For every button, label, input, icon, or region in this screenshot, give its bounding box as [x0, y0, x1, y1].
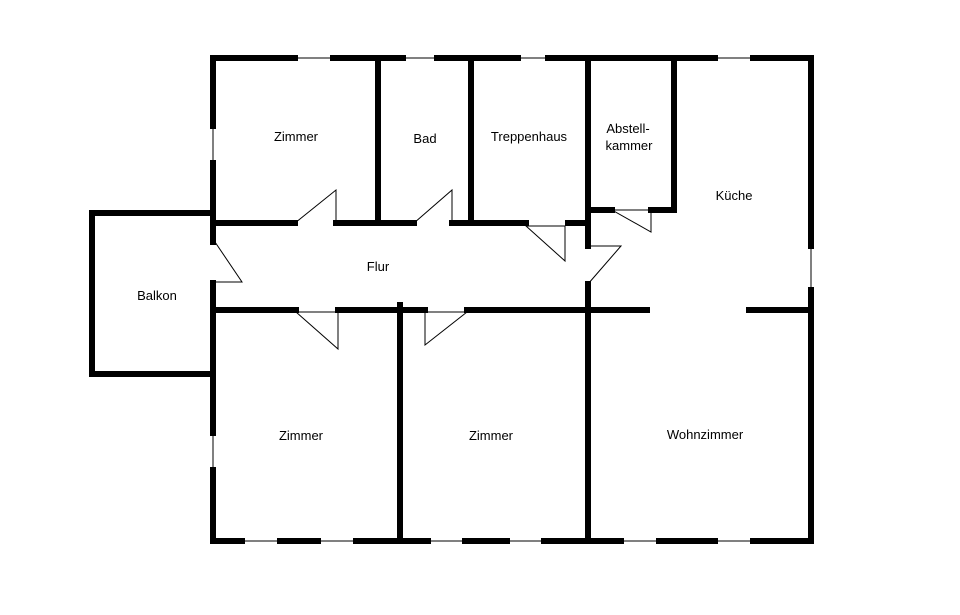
door-zimmer-bottom-mid — [424, 311, 469, 347]
walls — [89, 55, 814, 544]
label-zimmer-bottom-mid: Zimmer — [469, 428, 514, 443]
door-treppenhaus — [524, 225, 566, 263]
label-abstellkammer-2: kammer — [606, 138, 654, 153]
label-balkon: Balkon — [137, 288, 177, 303]
label-flur: Flur — [367, 259, 390, 274]
door-bad — [413, 188, 453, 224]
windows — [212, 57, 812, 542]
label-zimmer-top: Zimmer — [274, 129, 319, 144]
door-balkon — [214, 241, 243, 283]
label-bad: Bad — [413, 131, 436, 146]
label-wohnzimmer: Wohnzimmer — [667, 427, 744, 442]
door-flur-kueche — [587, 245, 623, 285]
door-zimmer-top — [294, 188, 337, 224]
doors — [214, 188, 652, 351]
label-treppenhaus: Treppenhaus — [491, 129, 568, 144]
door-zimmer-bottom-left — [294, 311, 339, 351]
label-zimmer-bottom-left: Zimmer — [279, 428, 324, 443]
label-abstellkammer-1: Abstell- — [606, 121, 649, 136]
door-abstellkammer — [610, 209, 652, 233]
room-labels: Zimmer Bad Treppenhaus Abstell- kammer K… — [137, 121, 752, 443]
label-kueche: Küche — [716, 188, 753, 203]
wall-balkon — [89, 210, 216, 377]
